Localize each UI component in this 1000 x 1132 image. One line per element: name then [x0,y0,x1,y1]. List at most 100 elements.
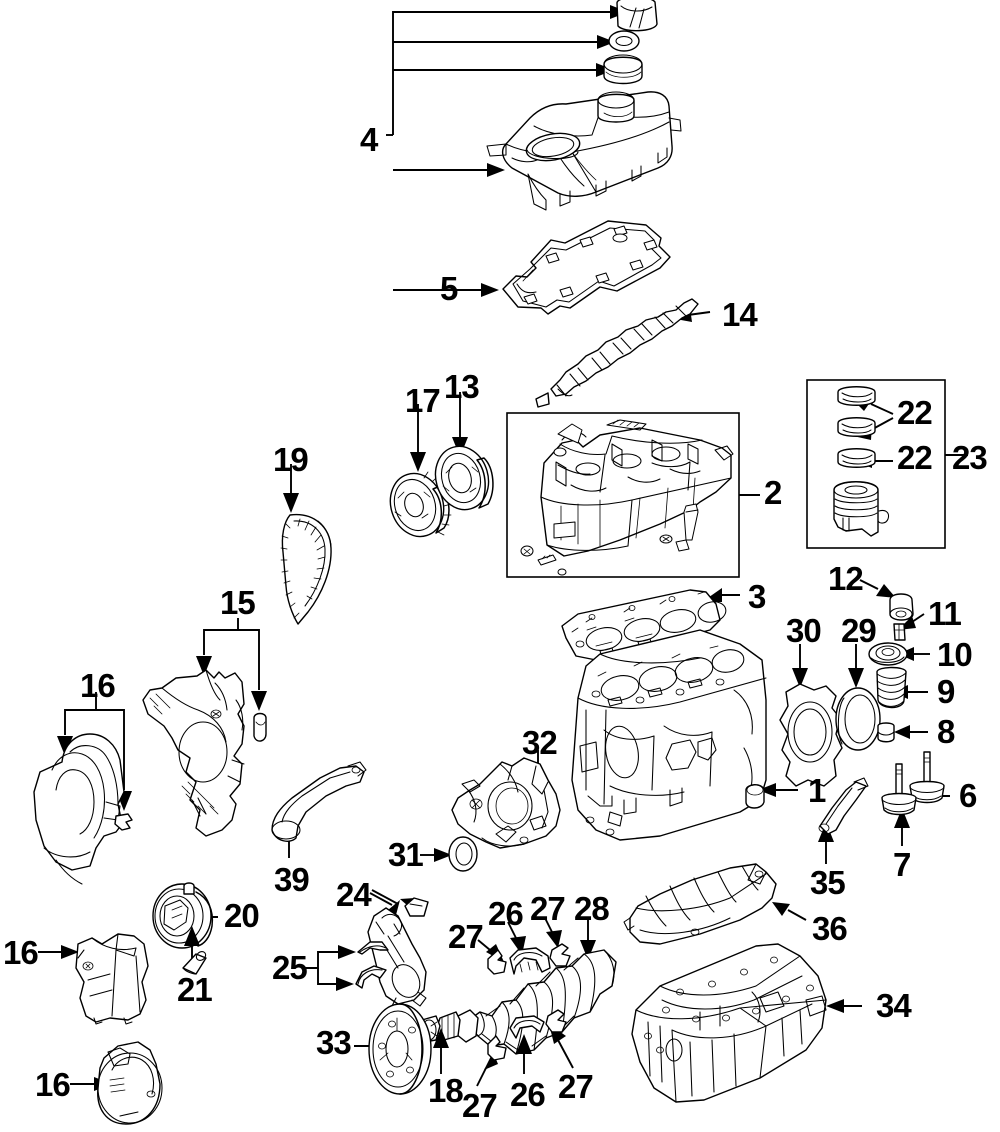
part-crankshaft-pulley [368,1003,432,1095]
callout-label-5: 5 [440,270,458,307]
callout-15-leader [196,618,267,711]
callout-label-4: 4 [360,121,378,158]
callout-label-18: 18 [428,1072,464,1109]
callout-28-leader [580,918,596,960]
part-rear-main-seal [835,687,881,751]
callout-label-9: 9 [937,673,955,710]
callout-1-leader [758,783,798,797]
callout-label-32: 32 [522,724,558,761]
part-camshaft-sprocket [389,471,452,538]
callout-8-leader [894,725,928,739]
callout-label-14: 14 [722,296,758,333]
part-timing-belt [280,513,332,625]
callout-label-27-b: 27 [530,890,566,927]
part-belt-tensioner [152,882,214,949]
callout-label-26-b: 26 [510,1076,546,1113]
callout-label-2: 2 [764,474,782,511]
part-intake-valve [909,751,945,804]
part-oil-filler-cap [616,0,658,32]
part-outer-timing-cover [33,733,125,885]
part-connecting-rod [367,907,427,1009]
callout-label-23: 23 [952,439,988,476]
part-oil-pickup-tube [818,777,869,835]
callout-label-12: 12 [828,560,864,597]
part-filler-neck-seal [603,54,643,85]
part-valve-cover [486,91,682,211]
callout-label-13: 13 [444,368,480,405]
callout-label-16-rear: 16 [35,1066,71,1103]
callout-label-24: 24 [336,876,372,913]
callout-label-25: 25 [272,949,308,986]
callout-label-36: 36 [812,910,848,947]
part-timing-cover-clip-a [114,813,133,831]
part-camshaft-adjuster [434,445,494,511]
part-front-crank-seal [448,836,478,872]
part-water-pipe [271,761,367,842]
callout-label-30: 30 [786,612,822,649]
part-main-bearing-a [509,947,551,975]
callout-label-17: 17 [405,382,441,419]
callout-label-33: 33 [316,1024,352,1061]
callout-19-leader [283,464,299,513]
part-thrust-washer-b [549,943,571,967]
callout-label-16-mid: 16 [3,934,39,971]
part-camshaft [535,298,711,408]
callout-label-39: 39 [274,861,310,898]
callout-label-3: 3 [748,578,766,615]
callout-label-27-a: 27 [448,918,484,955]
callout-label-11: 11 [928,595,962,632]
callout-36-leader [772,902,807,921]
part-timing-cover-bolt [253,712,267,742]
part-oil-pan [631,943,827,1103]
part-valve-spring-seat [877,722,895,743]
part-engine-block [571,629,767,841]
callout-18-leader [433,1028,449,1074]
callout-4-leader [386,5,628,291]
part-timing-cover-rear [97,1041,163,1125]
part-oil-pump [451,757,561,849]
callout-label-6: 6 [959,777,977,814]
part-dowel-pin [182,951,207,975]
callout-label-34: 34 [876,987,912,1024]
part-valve-cover-gasket [430,220,671,315]
part-valve-stem-seal [889,593,914,621]
callout-7-leader [894,808,910,846]
callout-label-16-upper: 16 [80,667,116,704]
callout-label-29: 29 [841,612,877,649]
callout-label-20: 20 [224,897,260,934]
callout-label-26-a: 26 [488,895,524,932]
callout-34-leader [826,999,862,1013]
callout-label-19: 19 [273,441,309,478]
part-connecting-rod-bearings [355,941,389,989]
part-main-bearing-b [509,1015,545,1039]
part-oil-baffle [623,863,777,945]
callout-29-leader [848,644,864,688]
callout-label-8: 8 [937,713,955,750]
callout-label-31: 31 [388,836,424,873]
callout-16b-leader [38,945,79,959]
callout-label-1: 1 [808,772,826,809]
callout-label-15: 15 [220,584,256,621]
callout-31-leader [420,848,452,862]
part-inner-timing-cover [142,669,245,837]
callout-26b-leader [516,1034,532,1074]
part-exhaust-valve [881,763,917,816]
part-rear-main-seal-housing [779,683,843,787]
callout-25-leader [305,945,356,991]
part-filler-cap-oring [608,30,640,52]
part-timing-cover-mid [75,933,149,1025]
callout-label-27-d: 27 [558,1068,594,1105]
part-thrust-washer-a [487,949,507,975]
callout-label-7: 7 [893,846,911,883]
callout-label-10: 10 [937,636,973,673]
part-thrust-washer-d [545,1009,567,1033]
part-valve-spring [876,666,907,709]
callout-27b-leader [544,917,562,948]
callout-label-28: 28 [574,890,610,927]
callout-label-27-c: 27 [462,1087,498,1124]
part-valve-keeper [893,623,906,641]
part-piston-box [806,379,968,549]
part-thrust-washer-c [487,1035,507,1061]
